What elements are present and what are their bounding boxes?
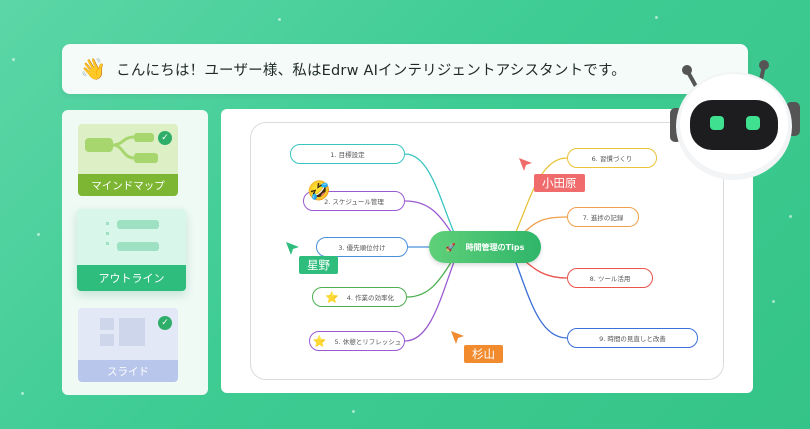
sparkle [278, 18, 281, 21]
cursor-icon [519, 158, 532, 171]
mindmap-icon [85, 133, 158, 163]
mindmap-node[interactable]: 8. ツール活用 [567, 268, 653, 288]
node-label: 8. ツール活用 [589, 275, 631, 283]
mindmap-frame [250, 122, 724, 380]
cursor-icon [451, 331, 464, 344]
view-mode-outline[interactable]: アウトライン [77, 209, 186, 291]
mindmap-node[interactable]: ⭐ 5. 休憩とリフレッシュ [309, 331, 405, 351]
view-mode-label: スライド [78, 360, 178, 382]
slide-icon [100, 318, 145, 346]
waving-hand-icon: 👋 [80, 56, 107, 81]
node-label: 1. 目標設定 [330, 151, 365, 159]
mindmap-node[interactable]: 1. 目標設定 [290, 144, 405, 164]
rocket-icon: 🚀 [445, 242, 456, 252]
cursor-icon [286, 242, 299, 255]
view-mode-label: マインドマップ [78, 174, 178, 196]
collaborator-tag: 小田原 [534, 174, 585, 192]
sparkle [12, 58, 15, 61]
mindmap-node[interactable]: ⭐ 4. 作業の効率化 [312, 287, 407, 307]
mindmap-node[interactable]: 2. スケジュール管理 [303, 191, 405, 211]
sparkle [21, 392, 24, 395]
view-mode-mindmap[interactable]: ✓ マインドマップ [78, 124, 178, 196]
node-label: 6. 習慣づくり [591, 155, 633, 163]
star-icon: ⭐ [325, 290, 339, 304]
sparkle [772, 300, 775, 303]
node-label: 4. 作業の効率化 [346, 294, 394, 302]
assistant-greeting-bar: 👋 こんにちは！ユーザー様、私はEdrw AIインテリジェントアシスタントです。 [62, 44, 748, 94]
central-topic-label: 時間管理のTips [465, 242, 525, 252]
node-label: 5. 休憩とリフレッシュ [334, 338, 402, 346]
outline-icon [106, 220, 159, 251]
node-label: 3. 優先順位付け [338, 244, 386, 252]
mindmap-node[interactable]: 3. 優先順位付け [316, 237, 408, 257]
node-label: 7. 進捗の記録 [582, 214, 624, 222]
mindmap-node[interactable]: 6. 習慣づくり [567, 148, 657, 168]
node-label: 9. 時間の見直しと改善 [599, 335, 666, 343]
checkmark-icon: ✓ [158, 316, 172, 330]
laughing-emoji-icon: 🤣 [307, 180, 331, 202]
collaborator-tag: 杉山 [464, 345, 503, 363]
sparkle [37, 233, 40, 236]
greeting-text: こんにちは！ユーザー様、私はEdrw AIインテリジェントアシスタントです。 [116, 62, 626, 79]
view-mode-label: アウトライン [77, 265, 186, 291]
sparkle [789, 215, 792, 218]
view-mode-panel: ✓ マインドマップ アウトライン ✓ スライド [62, 110, 208, 395]
sparkle [655, 16, 658, 19]
sparkle [352, 410, 355, 413]
ai-assistant-robot-icon[interactable] [668, 58, 804, 188]
node-label: 2. スケジュール管理 [324, 198, 384, 206]
mindmap-central-topic[interactable]: 🚀 時間管理のTips [429, 231, 541, 263]
mindmap-node[interactable]: 9. 時間の見直しと改善 [567, 328, 698, 348]
collaborator-tag: 星野 [299, 256, 338, 274]
checkmark-icon: ✓ [158, 131, 172, 145]
star-icon: ⭐ [312, 334, 327, 348]
view-mode-slide[interactable]: ✓ スライド [78, 308, 178, 382]
mindmap-node[interactable]: 7. 進捗の記録 [567, 207, 639, 227]
